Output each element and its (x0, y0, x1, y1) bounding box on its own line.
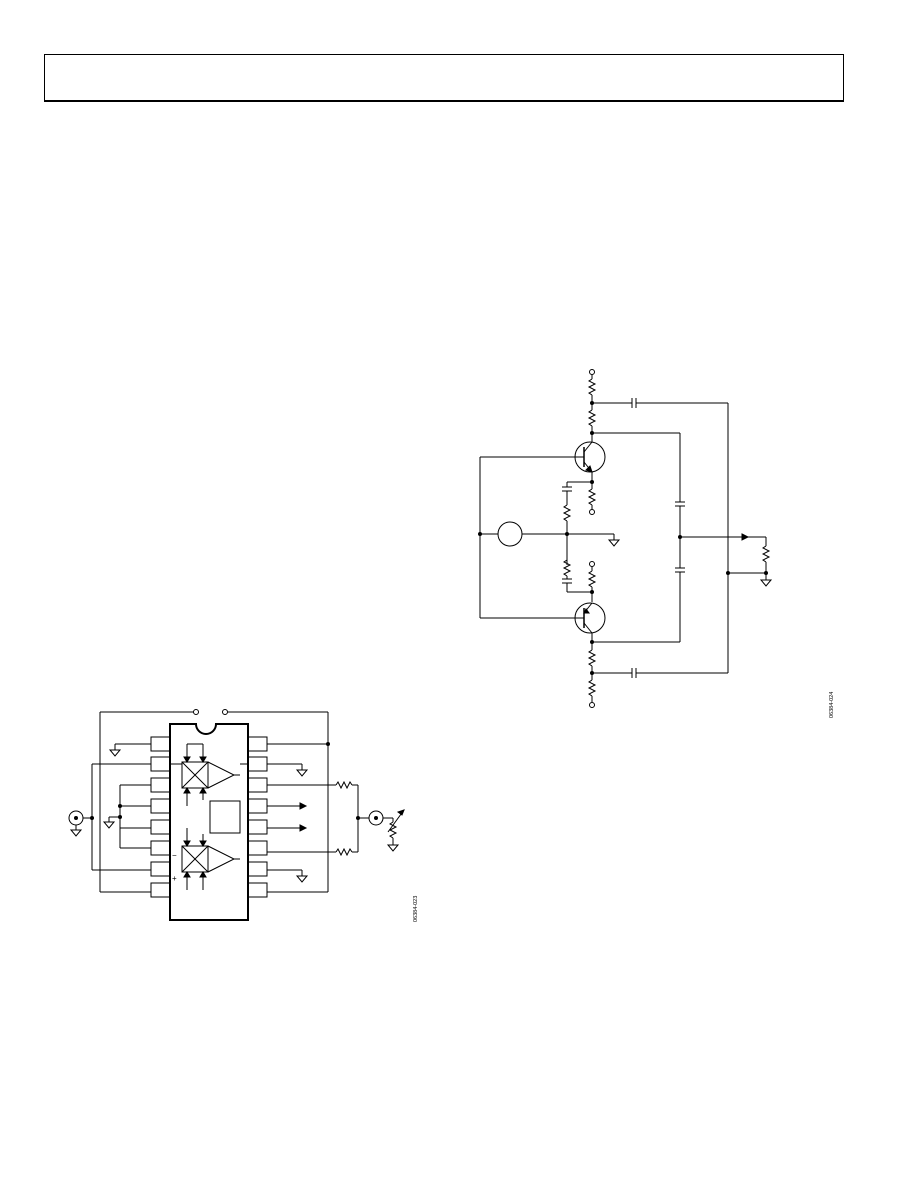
resistor-icon (761, 545, 771, 563)
resistor-icon (335, 780, 353, 790)
ic-right-pins (247, 736, 268, 898)
junction-dot (90, 816, 94, 820)
ic-package (169, 723, 249, 921)
minus-label: − (172, 851, 177, 860)
arrow-icon (299, 802, 308, 810)
signal-source-icon (497, 521, 523, 547)
multiplier-icon (181, 845, 209, 873)
ic-left-pins (150, 736, 171, 898)
resistor-icon (562, 504, 572, 522)
resistor-icon (587, 488, 597, 506)
resistor-icon (587, 649, 597, 667)
ground-icon (295, 769, 309, 777)
amplifier-icon (207, 845, 236, 873)
page-header (44, 54, 844, 102)
terminal-icon (589, 561, 595, 567)
ground-icon (386, 844, 400, 852)
resistor-icon (587, 409, 597, 427)
resistor-icon (587, 570, 597, 588)
resistor-icon (587, 679, 597, 697)
transistor-circuit-diagram: 06384-024 (478, 369, 835, 718)
bias-block (209, 800, 241, 834)
multiplier-icon (181, 761, 209, 789)
figure-id: 06384-024 (829, 692, 835, 718)
arrow-icon (299, 824, 308, 832)
resistor-icon (587, 378, 597, 396)
terminal-icon (589, 369, 595, 375)
ground-icon (295, 875, 309, 883)
resistor-icon (335, 847, 353, 857)
terminal-icon (589, 509, 595, 515)
resistor-icon (562, 559, 572, 577)
terminal-icon (589, 702, 595, 708)
ground-icon (102, 821, 116, 829)
ic-circuit-diagram: − + 06384-023 (68, 709, 419, 922)
terminal-icon (193, 709, 199, 715)
plus-label: + (172, 874, 177, 883)
ground-icon (607, 539, 621, 547)
ground-icon (759, 579, 773, 587)
junction-dot (118, 804, 122, 808)
amplifier-icon (207, 761, 236, 789)
arrow-icon (741, 533, 750, 541)
ground-icon (108, 749, 122, 757)
figure-id: 06384-023 (413, 896, 419, 922)
terminal-icon (222, 709, 228, 715)
ground-icon (69, 829, 83, 837)
